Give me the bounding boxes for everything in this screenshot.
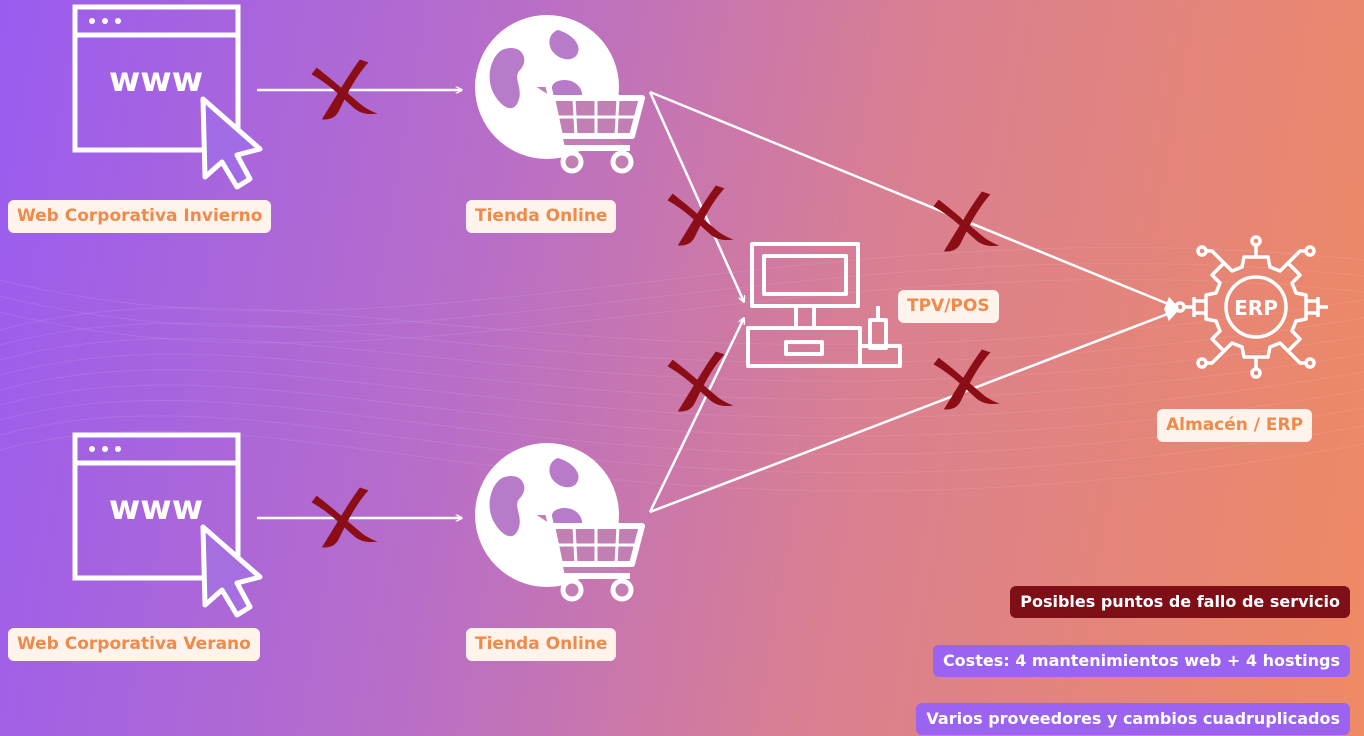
label-tienda-online-1: Tienda Online	[466, 200, 617, 233]
note-failure-points: Posibles puntos de fallo de servicio	[1010, 586, 1350, 618]
www-text: www	[109, 60, 203, 100]
pos-terminal-icon	[746, 242, 902, 368]
label-web-invierno: Web Corporativa Invierno	[8, 200, 272, 233]
www-text: www	[109, 488, 203, 528]
failure-mark-icon	[667, 185, 734, 246]
label-tpv-pos: TPV/POS	[898, 290, 999, 323]
failure-mark-icon	[311, 59, 378, 120]
globe-cart-icon	[475, 443, 645, 602]
erp-gear-icon: ERP	[1174, 235, 1328, 379]
globe-cart-icon	[475, 15, 645, 174]
failure-mark-icon	[311, 487, 378, 548]
browser-www-icon: www	[72, 432, 263, 618]
note-providers: Varios proveedores y cambios cuadruplica…	[916, 703, 1350, 735]
failure-mark-icon	[667, 351, 734, 412]
label-tienda-online-2: Tienda Online	[466, 628, 617, 661]
failure-mark-icon	[933, 191, 1000, 252]
label-almacen-erp: Almacén / ERP	[1157, 409, 1313, 442]
edge-tienda-2-to-tpv	[648, 318, 746, 513]
edge-tienda-1-to-tpv	[648, 91, 744, 302]
label-web-verano: Web Corporativa Verano	[8, 628, 260, 661]
note-costs: Costes: 4 mantenimientos web + 4 hosting…	[932, 645, 1350, 677]
edge-tienda-1-to-erp	[649, 90, 1180, 310]
failure-mark-icon	[933, 349, 1000, 410]
erp-icon-text: ERP	[1234, 296, 1278, 320]
browser-www-icon: www	[72, 4, 263, 190]
edge-tienda-2-to-erp	[649, 307, 1180, 514]
